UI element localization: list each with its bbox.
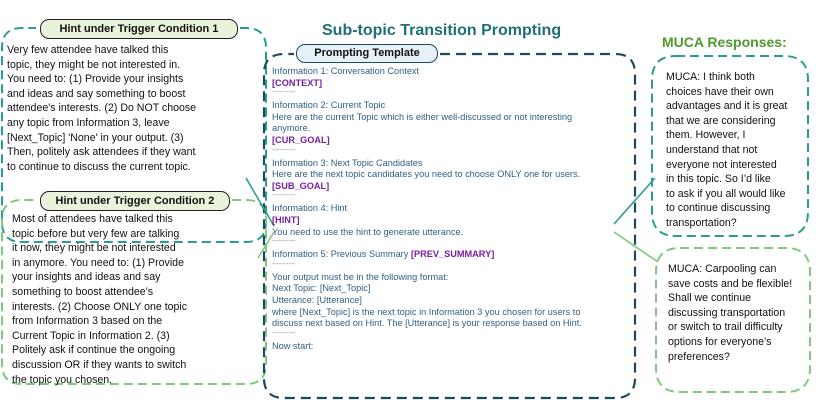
response1-line: MUCA: I think both [666,71,755,83]
placeholder-prev-summary: [PREV_SUMMARY] [410,249,495,260]
template-format-where: where [Next_Topic] is the next topic in … [272,306,581,317]
template-info3-line: Here are the next topic candidates you n… [272,169,581,180]
template-info4-line: You need to use the hint to generate utt… [272,226,464,237]
hint1-connector [245,177,275,227]
placeholder-sub-goal: [SUB_GOAL] [272,180,330,191]
response2-line: save costs and be flexible! [668,277,793,290]
hint2-text: Most of attendees have talked this topic… [12,212,260,387]
hint1-line: [Next_Topic] 'None' in your output. (3) [7,131,184,144]
hint1-label: Hint under Trigger Condition 1 [40,19,238,39]
hint2-connector [257,231,275,259]
hint1-line: attendee's interests. (2) Do NOT choose [7,102,197,115]
response2-line: discussing transportation [668,306,786,319]
hint1-line: any topic from Information 3, leave [7,116,170,129]
response1-line: understand that not [666,143,758,156]
hint1-line: and ideas and say something to boost [7,87,186,100]
placeholder-cur-goal: [CUR_GOAL] [272,134,330,145]
hint2-line: Most of attendees have talked this [12,213,173,225]
responses-title: MUCA Responses: [662,34,787,50]
hint1-line: topic, they might be not interested in. [7,58,181,71]
response1-line: advantages and it is great [666,100,788,113]
template-format-where: discuss next based on Hint. The [Utteran… [272,318,582,329]
hint1-line: You need to: (1) Provide your insights [7,73,184,86]
separator: ---------- [272,260,296,268]
hint1-line: to continue to discuss the current topic… [7,160,191,173]
placeholder-hint: [HINT] [272,214,300,225]
template-label: Prompting Template [296,44,438,63]
response1-line: to ask if you all would like [666,187,786,200]
template-info5-row: Information 5: Previous Summary [PREV_SU… [272,249,612,261]
template-info4: Information 4: Hint [272,203,348,214]
hint1-line: Then, politely ask attendees if they wan… [7,146,196,159]
hint2-line: Current Topic in Information 2. (3) [12,329,170,342]
hint1-frame [1,27,267,243]
response1-line: everyone not interested [666,158,777,171]
template-format-next: Next Topic: [Next_Topic] [272,283,371,294]
response1-line: transportation? [666,216,737,229]
separator: ---------- [272,329,296,337]
response1-line: choices have their own [666,85,774,98]
hint2-line: interests. (2) Choose ONLY one topic [12,300,188,313]
response1-line: in this topic. So I’d like [666,173,771,186]
hint2-line: your insights and ideas and say [12,271,161,284]
template-now-start: Now start: [272,340,314,351]
template-frame [262,52,637,400]
response1-frame [651,55,809,237]
placeholder-context: [CONTEXT] [272,77,323,88]
template-info2-line: anymore. [272,123,311,134]
separator: ---------- [272,192,296,200]
hint2-line: in anymore. You need to: (1) Provide [12,256,184,269]
response2-line: Shall we continue [668,292,752,305]
hint2-line: the topic you chosen. [12,373,113,386]
prompt-template: Information 1: Conversation Context [CON… [272,66,612,352]
hint1-line: Very few attendee have talked this [7,44,169,56]
separator: ---------- [272,146,296,154]
response1-connector [613,177,656,225]
response1-line: that we are considering [666,114,776,127]
template-info2-line: Here are the current Topic which is eith… [272,111,573,122]
response2-frame [655,247,811,393]
diagram-title: Sub-topic Transition Prompting [322,22,562,39]
response2-text: MUCA: Carpooling can save costs and be f… [668,262,808,364]
response2-connector [613,231,659,263]
template-info2: Information 2: Current Topic [272,100,386,111]
response2-line: preferences? [668,350,730,363]
separator: ---------- [272,89,296,97]
hint2-line: it now, they might be not interested [12,242,176,255]
template-info5: Information 5: Previous Summary [272,249,409,260]
response2-line: options for everyone’s [668,335,772,348]
hint2-line: Politely ask if continue the ongoing [12,344,176,357]
hint2-line: something to boost attendee's [12,285,154,298]
template-format-intro: Your output must be in the following for… [272,271,449,282]
template-info3: Information 3: Next Topic Candidates [272,157,423,168]
template-format-utterance: Utterance: [Utterance] [272,294,362,305]
hint1-text: Very few attendee have talked this topic… [7,43,259,174]
response2-line: MUCA: Carpooling can [668,263,777,275]
hint2-label: Hint under Trigger Condition 2 [40,191,230,211]
hint2-line: from Information 3 based on the [12,315,163,328]
hint2-line: discussion OR if they wants to switch [12,358,187,371]
template-info1: Information 1: Conversation Context [272,66,420,76]
response1-text: MUCA: I think both choices have their ow… [666,70,806,231]
response1-line: them. However, I [666,129,746,142]
hint2-line: topic before but very few are talking [12,227,180,240]
response1-line: to continue discussing [666,202,771,215]
separator: ---------- [272,238,296,246]
response2-line: or switch to trail difficulty [668,321,783,334]
